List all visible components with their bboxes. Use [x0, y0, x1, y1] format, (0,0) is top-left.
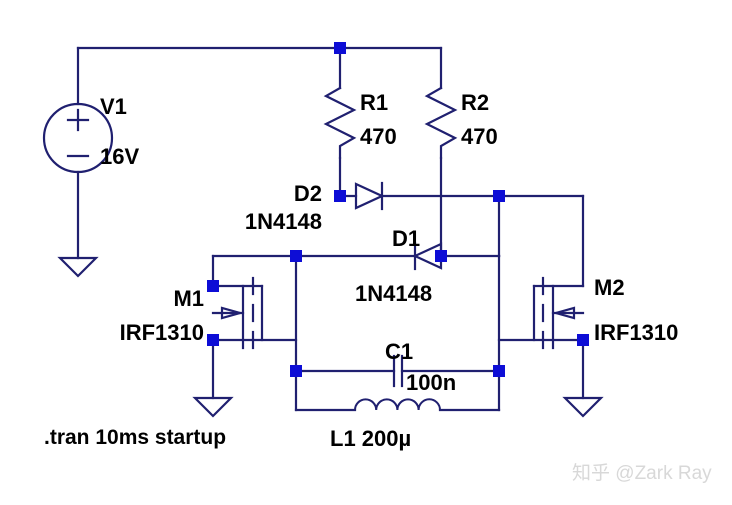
d2-value-label: 1N4148 [244, 209, 322, 234]
junction-c1-left [290, 365, 302, 377]
m2-value-label: IRF1310 [594, 320, 679, 345]
junction-m1-drain [207, 280, 219, 292]
junction-m2-source [577, 334, 589, 346]
watermark: 知乎 @Zark Ray [572, 463, 712, 484]
junction-d1-right [435, 250, 447, 262]
r1-ref-label: R1 [360, 90, 389, 115]
v1-plus-sign [66, 108, 90, 132]
r2-value-label: 470 [461, 124, 498, 149]
r2-ref-label: R2 [461, 90, 490, 115]
m1-value-label: IRF1310 [119, 320, 204, 345]
junction-c1-right [493, 365, 505, 377]
junction-m1-source [207, 334, 219, 346]
l1-coils [353, 398, 442, 412]
ground-symbol-v1 [57, 256, 99, 278]
ground-symbol-m2 [562, 396, 604, 418]
d2-triangle [354, 182, 385, 210]
c1-value-label: 100n [406, 370, 457, 395]
m2-body-arrow [551, 306, 576, 320]
v1-circle [42, 102, 114, 174]
r2-zigzag [424, 86, 458, 160]
junction-d1-left [290, 250, 302, 262]
v1-value-label: 16V [100, 144, 140, 169]
junction-r1-d2 [334, 190, 346, 202]
junction-top-rail [334, 42, 346, 54]
d2-ref-label: D2 [293, 181, 322, 206]
d1-value-label: 1N4148 [355, 281, 433, 306]
junction-r2-right [493, 190, 505, 202]
ground-symbol-m1 [192, 396, 234, 418]
spice-directive-label[interactable]: .tran 10ms startup [44, 426, 227, 449]
d1-ref-label: D1 [392, 226, 421, 251]
m1-ref-label: M1 [173, 286, 204, 311]
v1-ref-label: V1 [100, 94, 127, 119]
m1-body-arrow [220, 306, 245, 320]
m2-ref-label: M2 [594, 275, 625, 300]
r1-zigzag [323, 86, 357, 160]
r1-value-label: 470 [360, 124, 397, 149]
l1-label: L1 200µ [330, 426, 412, 451]
c1-ref-label: C1 [385, 339, 414, 364]
